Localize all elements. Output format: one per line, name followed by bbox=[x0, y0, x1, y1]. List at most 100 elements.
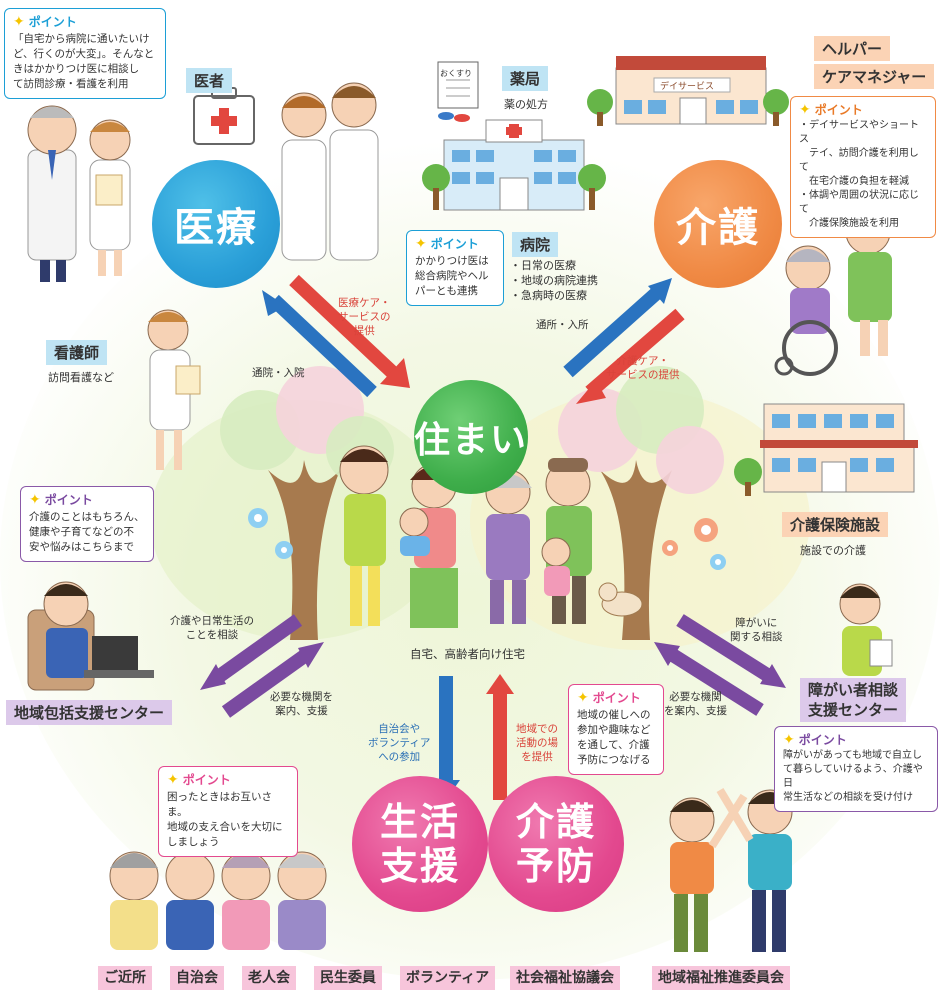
point-box-local: ✦ポイント 地域の催しへの 参加や趣味など を通して、介護 予防につなげる bbox=[568, 684, 664, 775]
arrow-text-line: サービスの bbox=[338, 311, 391, 323]
tag-senior-club: 老人会 bbox=[242, 966, 296, 990]
point-line: パーとも連携 bbox=[415, 285, 478, 297]
arrow-text-line: 案内、支援 bbox=[275, 705, 328, 717]
point-line: 介護保険施設を利用 bbox=[799, 218, 899, 229]
right-tree-illustration bbox=[558, 366, 724, 640]
arrow-text-line: 地域での bbox=[516, 723, 558, 735]
kaigo-circle: 介護 bbox=[654, 160, 782, 288]
arrow-text-line: ボランティア bbox=[368, 737, 431, 749]
point-line: 在宅介護の負担を軽減 bbox=[799, 176, 909, 187]
point-line: ・体調や周囲の状況に応じて bbox=[799, 190, 919, 215]
arrow-text-iryo-service: 医療ケア・ サービスの 提供 bbox=[338, 296, 391, 338]
arrow-text-line: 必要な機関を bbox=[270, 691, 333, 703]
prescription-bag-icon bbox=[437, 61, 479, 122]
nurse-label: 看護師 bbox=[46, 340, 108, 365]
point-line: 安や悩みはこちらまで bbox=[29, 541, 134, 553]
point-title: ポイント bbox=[44, 493, 93, 507]
community-seniors-illustration bbox=[109, 851, 327, 950]
star-icon: ✦ bbox=[415, 236, 427, 252]
disability-center-line: 支援センター bbox=[808, 701, 899, 719]
point-line: 介護のことはもちろん、 bbox=[29, 511, 145, 523]
iryo-circle: 医療 bbox=[152, 160, 280, 288]
arrow-prevention-to-home bbox=[486, 674, 514, 800]
arrow-iryo-to-home bbox=[289, 274, 410, 388]
care-facility-building-icon bbox=[734, 403, 918, 496]
point-box-disability: ✦ポイント 障がいがあっても地域で自立し て暮らしていけるよう、介護や日 常生活… bbox=[774, 726, 938, 812]
point-line: しましょう bbox=[167, 836, 220, 848]
point-title: ポイント bbox=[592, 691, 641, 705]
point-line: 参加や趣味など bbox=[577, 724, 651, 736]
arrow-text-line: を案内、支援 bbox=[664, 705, 727, 717]
community-center-label: 地域包括支援センター bbox=[6, 700, 173, 725]
point-box-support: ✦ポイント 困ったときはお互いさま。 地域の支え合いを大切に しましょう bbox=[158, 766, 298, 857]
nurse-subtitle: 訪問看護など bbox=[48, 371, 114, 384]
arrow-kaigo-to-home bbox=[576, 308, 685, 404]
hospital-service-item: ・地域の病院連携 bbox=[510, 274, 598, 287]
arrow-text-community-participation: 自治会や ボランティア への参加 bbox=[368, 722, 430, 764]
point-title: ポイント bbox=[182, 773, 231, 787]
arrow-home-to-disability bbox=[676, 614, 786, 688]
arrow-text-line: への参加 bbox=[378, 751, 421, 763]
point-box-kaigo: ✦ポイント ・デイサービスやショートス テイ、訪問介護を利用して 在宅介護の負担… bbox=[790, 96, 936, 238]
point-line: て訪問診療・看護を利用 bbox=[13, 78, 129, 90]
point-line: ど、行くのが大変」。そんなと bbox=[13, 48, 155, 60]
medicine-bag-label: おくすり bbox=[440, 69, 472, 78]
point-line: を通して、介護 bbox=[577, 739, 650, 751]
arrow-text-line: サービスの提供 bbox=[606, 369, 680, 381]
kaigo-label: 介護 bbox=[676, 204, 760, 251]
hospital-service-item: ・急病時の医療 bbox=[510, 289, 587, 302]
medical-staff-illustration bbox=[281, 82, 379, 261]
pharmacy-subtitle: 薬の処方 bbox=[504, 98, 548, 111]
point-line: 総合病院やヘル bbox=[415, 270, 489, 282]
point-line: かかりつけ医は bbox=[415, 255, 489, 267]
point-line: 「自宅から病院に通いたいけ bbox=[13, 33, 150, 45]
care-manager-label: ケアマネジャー bbox=[814, 64, 935, 89]
hospital-label: 病院 bbox=[512, 232, 559, 257]
point-box-doctor: ✦ポイント 「自宅から病院に通いたいけ ど、行くのが大変」。そんなと きはかかり… bbox=[4, 8, 166, 99]
arrow-text-line: を提供 bbox=[521, 751, 553, 763]
point-title: ポイント bbox=[814, 103, 863, 117]
arrow-home-to-center bbox=[200, 614, 303, 690]
point-line: 困ったときはお互いさま。 bbox=[167, 791, 272, 818]
arrow-text-line: 介護ケア・ bbox=[616, 355, 670, 367]
point-line: 常生活などの相談を受け付け bbox=[783, 792, 913, 803]
flower-decorations bbox=[248, 508, 726, 570]
yobo-label-1: 介護 bbox=[515, 799, 596, 845]
pharmacy-label: 薬局 bbox=[502, 66, 549, 91]
care-facility-subtitle: 施設での介護 bbox=[800, 544, 866, 557]
star-icon: ✦ bbox=[13, 14, 25, 30]
arrow-text-line: ことを相談 bbox=[185, 629, 239, 641]
point-line: 予防につなげる bbox=[577, 754, 651, 766]
star-icon: ✦ bbox=[29, 492, 41, 508]
arrow-text-line: 必要な機関 bbox=[669, 691, 722, 703]
arrow-text-activity-place: 地域での 活動の場 を提供 bbox=[516, 722, 558, 764]
sumai-circle: 住まい bbox=[414, 380, 528, 494]
home-label: 自宅、高齢者向け住宅 bbox=[410, 647, 525, 661]
point-line: 健康や子育てなどの不 bbox=[29, 526, 134, 538]
point-line: きはかかりつけ医に相談し bbox=[13, 63, 140, 75]
arrow-text-line: 自治会や bbox=[378, 723, 421, 735]
tag-regional-welfare-committee: 地域福祉推進委員会 bbox=[652, 966, 790, 990]
seikatsu-label-1: 生活 bbox=[379, 799, 460, 845]
arrow-text-kaigo-service: 介護ケア・ サービスの提供 bbox=[606, 354, 680, 382]
arrow-text-line: 活動の場 bbox=[516, 737, 558, 749]
arrow-home-to-kaigo bbox=[563, 278, 672, 378]
point-box-center: ✦ポイント 介護のことはもちろん、 健康や子育てなどの不 安や悩みはこちらまで bbox=[20, 486, 154, 562]
arrow-text-visit-hospital: 通院・入院 bbox=[252, 367, 305, 379]
tag-neighborhood-association: 自治会 bbox=[170, 966, 224, 990]
arrow-text-line: 介護や日常生活の bbox=[170, 615, 254, 627]
arrow-text-consult-center: 介護や日常生活の ことを相談 bbox=[170, 614, 254, 642]
arrow-disability-to-home bbox=[654, 642, 764, 716]
family-illustration bbox=[339, 445, 643, 628]
first-aid-box-icon bbox=[193, 87, 255, 145]
point-line: テイ、訪問介護を利用して bbox=[799, 148, 919, 173]
day-service-sign: デイサービス bbox=[660, 82, 715, 92]
point-box-hospital: ✦ポイント かかりつけ医は 総合病院やヘル パーとも連携 bbox=[406, 230, 504, 306]
arrow-text-line: 医療ケア・ bbox=[338, 297, 391, 309]
sumai-label: 住まい bbox=[414, 419, 529, 461]
helper-label: ヘルパー bbox=[814, 36, 891, 61]
star-icon: ✦ bbox=[167, 772, 179, 788]
tag-welfare-commissioner: 民生委員 bbox=[314, 966, 382, 990]
arrow-center-to-home bbox=[221, 642, 324, 718]
